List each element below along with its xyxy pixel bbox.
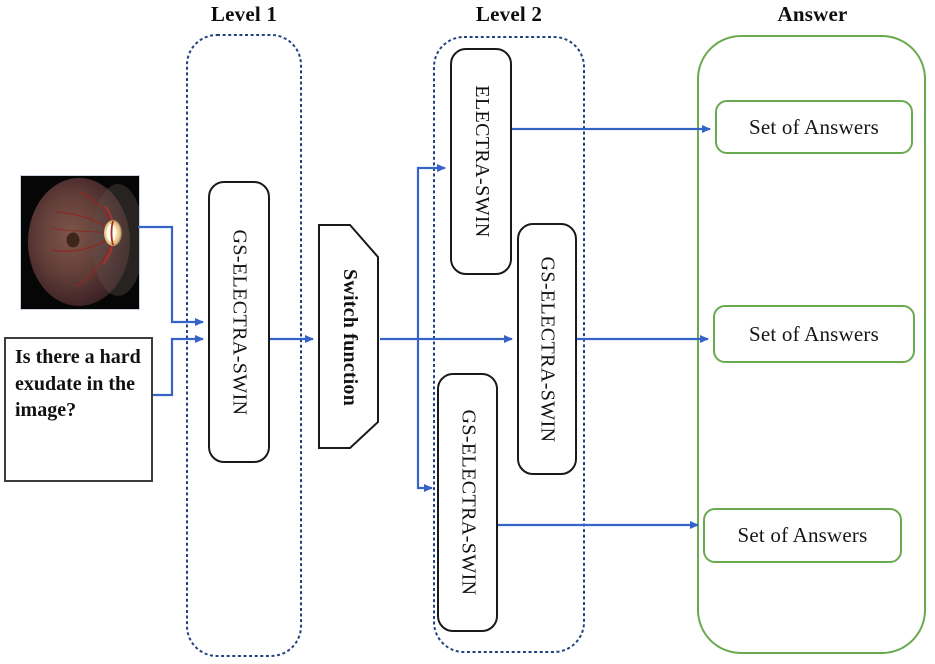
level1-gs-electra-swin-box: GS-ELECTRA-SWIN [208,181,270,463]
switch-function-box: Switch function [318,224,380,450]
level1-gs-electra-swin-label: GS-ELECTRA-SWIN [228,229,251,415]
level1-header: Level 1 [210,2,278,26]
level2-header: Level 2 [475,2,543,26]
answer-container [697,35,926,654]
arrow-switch-to-level2-bottom [416,339,433,492]
set-of-answers-box-3: Set of Answers [703,508,902,563]
arrow-image-to-level1 [138,225,204,326]
fundus-image-graphic [21,176,144,309]
set-of-answers-box-2: Set of Answers [713,305,915,363]
switch-function-shape [318,224,379,449]
level2-gs-electra-swin-middle-box: GS-ELECTRA-SWIN [517,223,577,475]
disc-vessel [110,220,114,246]
level2-gs-electra-swin-bottom-label: GS-ELECTRA-SWIN [457,409,480,596]
switch-function-label: Switch function [338,268,361,406]
level2-electra-swin-box: ELECTRA-SWIN [450,48,512,275]
fundus-image [20,175,144,310]
level2-electra-swin-label: ELECTRA-SWIN [470,85,493,238]
answer-header: Answer [777,2,848,26]
level2-gs-electra-swin-bottom-box: GS-ELECTRA-SWIN [437,373,498,632]
question-box: Is there a hard exudate in the image? [4,337,153,482]
arrow-switch-to-level2-top [416,164,446,339]
level2-gs-electra-swin-middle-label: GS-ELECTRA-SWIN [536,256,559,442]
set-of-answers-box-1: Set of Answers [715,100,913,154]
macula-spot [66,232,80,248]
arrow-question-to-level1 [153,335,204,397]
